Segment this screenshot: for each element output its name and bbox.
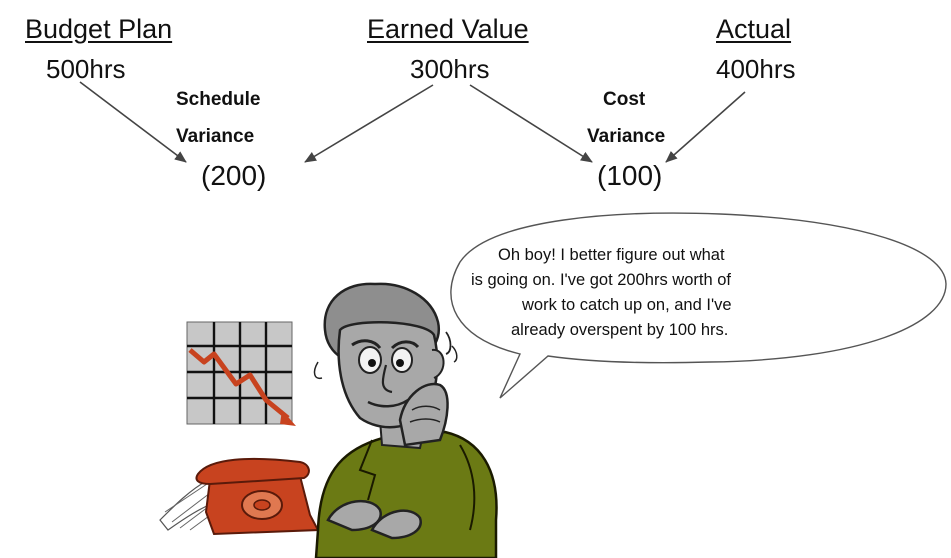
- actual-heading: Actual: [716, 14, 792, 44]
- schedule-variance-value: (200): [201, 160, 267, 191]
- budget-to-schedule-arrow: [79, 81, 187, 163]
- budget-plan-value: 500hrs: [46, 54, 126, 84]
- cost-variance-label-line2: Variance: [587, 126, 666, 147]
- schedule-variance-label-line1: Schedule: [176, 89, 261, 110]
- earned-to-schedule-arrow: [304, 84, 434, 163]
- earned-to-cost-arrow: [469, 84, 593, 163]
- speech-line-2: is going on. I've got 200hrs worth of: [471, 271, 731, 289]
- declining-chart-icon: [186, 321, 296, 426]
- telephone-icon: [159, 457, 320, 536]
- earned-value-value: 300hrs: [410, 54, 490, 84]
- speech-bubble: [450, 212, 947, 399]
- speech-line-3: work to catch up on, and I've: [522, 296, 732, 314]
- schedule-variance-label-line2: Variance: [176, 126, 255, 147]
- worried-man-clipart: [313, 282, 498, 558]
- actual-value: 400hrs: [716, 54, 796, 84]
- earned-value-heading: Earned Value: [367, 14, 529, 44]
- budget-plan-heading: Budget Plan: [25, 14, 173, 44]
- cost-variance-label-line1: Cost: [603, 89, 646, 110]
- actual-to-cost-arrow: [665, 91, 746, 163]
- cost-variance-value: (100): [597, 160, 663, 191]
- speech-line-1: Oh boy! I better figure out what: [498, 246, 725, 264]
- speech-line-4: already overspent by 100 hrs.: [511, 321, 729, 339]
